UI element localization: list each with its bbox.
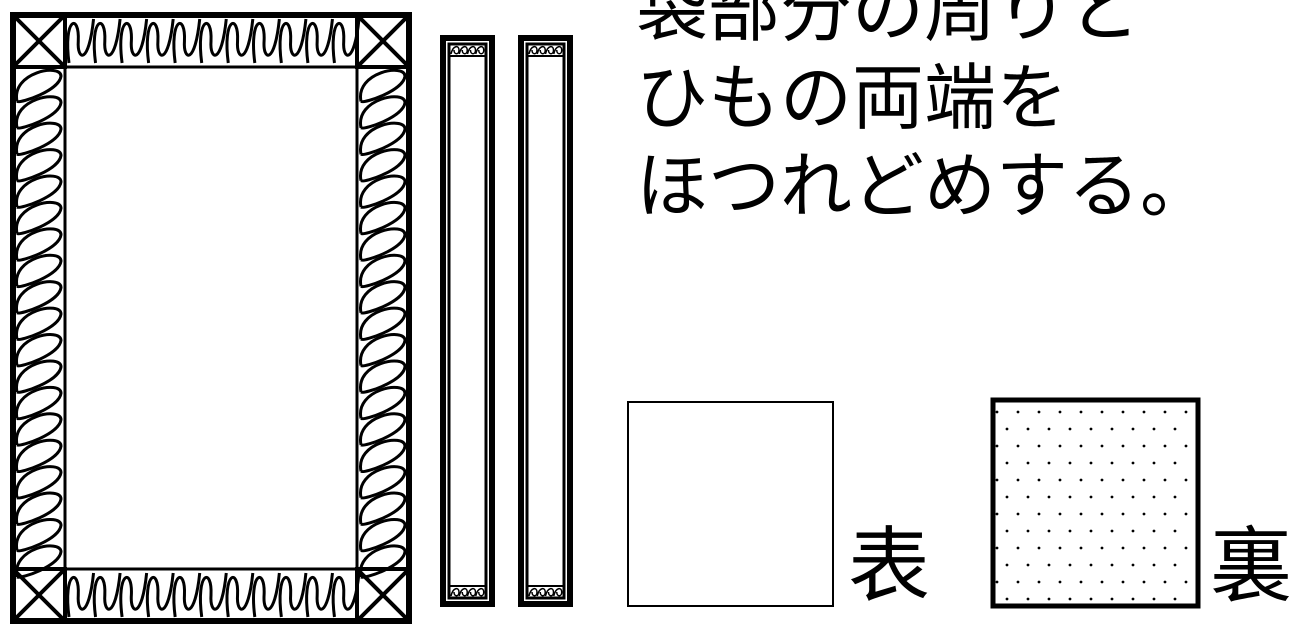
instruction-text: 袋部分の周りと ひもの両端を ほつれどめする。 bbox=[636, 0, 1212, 230]
overlock-stitch bbox=[119, 18, 149, 64]
strap-strip-right bbox=[518, 35, 573, 607]
front-side-label: 表 bbox=[848, 519, 931, 614]
overlock-stitch bbox=[359, 385, 407, 421]
overlock-stitch bbox=[15, 200, 63, 236]
overlock-stitch bbox=[15, 465, 63, 500]
instruction-line-1: 袋部分の周りと bbox=[636, 0, 1141, 52]
overlock-stitch bbox=[15, 148, 63, 183]
overlock-stitch bbox=[359, 174, 407, 209]
overlock-stitch bbox=[252, 18, 281, 64]
overlock-stitch bbox=[92, 18, 122, 64]
overlock-stitch bbox=[278, 18, 308, 64]
overlock-stitch bbox=[359, 148, 407, 183]
fabric-back-swatch bbox=[990, 397, 1201, 609]
overlock-stitch bbox=[252, 572, 281, 618]
overlock-stitch bbox=[15, 491, 63, 526]
overlock-stitch bbox=[15, 306, 63, 341]
fabric-front-swatch bbox=[627, 401, 834, 607]
overlock-stitch bbox=[359, 306, 407, 341]
overlock-stitch bbox=[15, 333, 63, 368]
overlock-stitch bbox=[172, 572, 202, 618]
bag-panel bbox=[10, 12, 412, 624]
overlock-stitch bbox=[15, 544, 63, 579]
overlock-stitch bbox=[359, 544, 407, 579]
overlock-stitch bbox=[15, 412, 63, 447]
overlock-stitch bbox=[15, 280, 63, 315]
overlock-stitch bbox=[15, 359, 63, 394]
overlock-stitch bbox=[331, 18, 361, 64]
overlock-stitch bbox=[359, 438, 407, 473]
overlock-stitch bbox=[278, 572, 308, 618]
overlock-stitch bbox=[359, 227, 407, 262]
overlock-stitch bbox=[359, 95, 407, 130]
overlock-stitch bbox=[359, 280, 407, 315]
overlock-stitch bbox=[199, 572, 228, 618]
strap-strip-left bbox=[440, 35, 495, 607]
overlock-stitch bbox=[359, 359, 407, 394]
overlock-stitch bbox=[359, 200, 407, 236]
overlock-stitch bbox=[145, 18, 175, 64]
overlock-stitch bbox=[359, 121, 407, 156]
overlock-stitch bbox=[199, 18, 228, 64]
overlock-stitch bbox=[145, 572, 175, 618]
overlock-stitch bbox=[359, 518, 407, 553]
overlock-stitch bbox=[15, 121, 63, 156]
instruction-line-2: ひもの両端を bbox=[636, 56, 1069, 140]
overlock-stitch bbox=[331, 572, 361, 618]
overlock-stitch bbox=[305, 18, 334, 64]
overlock-stitch bbox=[15, 227, 63, 262]
overlock-stitch bbox=[359, 68, 407, 104]
overlock-stitch bbox=[119, 572, 149, 618]
overlock-stitch bbox=[305, 572, 334, 618]
overlock-stitch bbox=[15, 174, 63, 209]
overlock-stitch bbox=[66, 18, 96, 64]
overlock-stitch bbox=[359, 465, 407, 500]
overlock-stitch bbox=[359, 333, 407, 368]
overlock-stitch bbox=[359, 491, 407, 526]
overlock-stitch bbox=[92, 572, 122, 618]
overlock-stitch bbox=[15, 518, 63, 553]
instruction-line-3: ほつれどめする。 bbox=[636, 144, 1213, 228]
back-side-label: 裏 bbox=[1210, 519, 1293, 614]
overlock-stitch bbox=[15, 438, 63, 473]
overlock-stitch bbox=[359, 412, 407, 447]
overlock-stitch bbox=[225, 18, 255, 64]
overlock-stitch bbox=[15, 95, 63, 130]
overlock-stitch bbox=[225, 572, 255, 618]
overlock-stitch bbox=[15, 253, 63, 288]
overlock-stitch bbox=[15, 385, 63, 421]
overlock-stitch bbox=[66, 572, 96, 618]
overlock-stitch bbox=[359, 253, 407, 288]
overlock-stitch bbox=[172, 18, 202, 64]
overlock-stitch bbox=[15, 68, 63, 104]
